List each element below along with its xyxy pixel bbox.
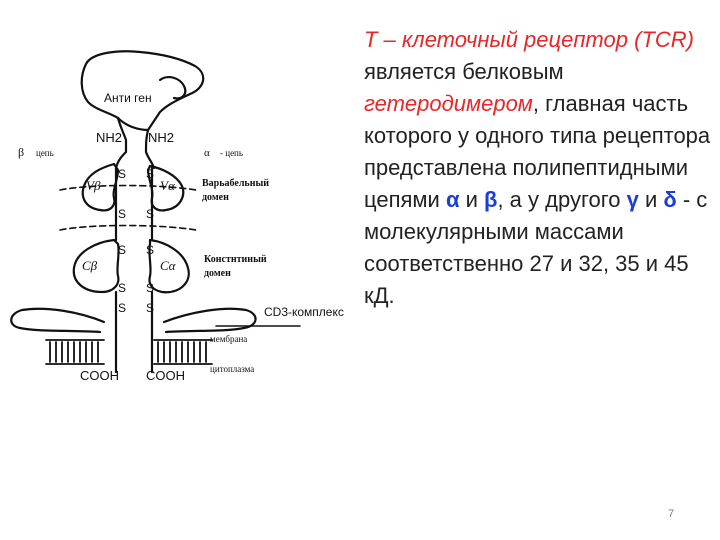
alpha-symbol: α bbox=[445, 187, 460, 212]
text-fragment: - с молекулярными массами соответственно… bbox=[364, 187, 708, 308]
page-number: 7 bbox=[668, 508, 675, 520]
text-fragment: и bbox=[459, 187, 484, 212]
alpha-chain-stem bbox=[144, 128, 156, 170]
ss-bond-label: S bbox=[118, 207, 126, 221]
antigen-label: Анти ген bbox=[104, 91, 152, 105]
variable-domain-label: Варьабельный bbox=[202, 178, 269, 189]
ss-bond-label: S bbox=[146, 301, 154, 315]
v-beta-label: Vβ bbox=[86, 178, 101, 193]
cooh-left-label: COOH bbox=[80, 368, 119, 383]
variable-domain-dashed-line bbox=[59, 184, 197, 191]
ss-bond-label: S bbox=[146, 207, 154, 221]
c-alpha-domain bbox=[148, 238, 190, 294]
constant-domain-label: Констнтиный bbox=[204, 254, 267, 265]
cooh-right-label: COOH bbox=[146, 368, 185, 383]
heterodimer-term: гетеродимером bbox=[364, 91, 533, 116]
ss-bond-label: S bbox=[146, 167, 154, 181]
beta-symbol: β bbox=[484, 187, 498, 212]
cd3-complex-right bbox=[162, 307, 257, 334]
antigen-shape bbox=[80, 50, 205, 132]
variable-domain-label-2: домен bbox=[202, 192, 229, 203]
constant-domain-label-2: домен bbox=[204, 268, 231, 279]
nh2-right-label: NH2 bbox=[148, 130, 174, 145]
ss-bond-label: S bbox=[118, 281, 126, 295]
text-fragment: является белковым bbox=[364, 59, 564, 84]
cytoplasm-label: цитоплазма bbox=[210, 364, 254, 374]
nh2-left-label: NH2 bbox=[96, 130, 122, 145]
beta-chain-word: цепь bbox=[36, 148, 54, 158]
delta-symbol: δ bbox=[663, 187, 677, 212]
alpha-chain-word: - цепь bbox=[220, 148, 243, 158]
text-fragment: , главная часть которого у одного типа р… bbox=[364, 91, 711, 212]
description-text: Т – клеточный рецептор (TCR) является бе… bbox=[364, 24, 716, 312]
tcr-term: Т – клеточный рецептор (TCR) bbox=[364, 27, 694, 52]
ss-bond-label: S bbox=[118, 167, 126, 181]
tcr-structure-diagram: S S S S S S S S S S Анти ген NH2 NH2 β ц… bbox=[10, 50, 344, 383]
cd3-complex-left bbox=[10, 307, 106, 334]
v-beta-domain bbox=[81, 162, 120, 212]
alpha-chain-symbol: α bbox=[204, 147, 210, 159]
c-beta-label: Cβ bbox=[82, 258, 98, 273]
ss-bond-label: S bbox=[146, 243, 154, 257]
cd3-complex-label: CD3-комплекс bbox=[264, 305, 344, 319]
ss-bond-label: S bbox=[146, 281, 154, 295]
c-beta-domain bbox=[72, 238, 120, 294]
v-alpha-label: Vα bbox=[160, 178, 176, 193]
ss-bond-label: S bbox=[118, 301, 126, 315]
membrane-label: мембрана bbox=[210, 334, 247, 344]
c-alpha-label: Cα bbox=[160, 258, 177, 273]
beta-chain-stem bbox=[114, 116, 128, 170]
membrane-lipid-layer bbox=[45, 339, 213, 365]
gamma-symbol: γ bbox=[626, 187, 639, 212]
antigen-inner-curve bbox=[158, 76, 187, 100]
constant-domain-dashed-line bbox=[59, 224, 197, 231]
text-fragment: , а у другого bbox=[497, 187, 627, 212]
text-fragment: и bbox=[638, 187, 664, 212]
beta-chain-symbol: β bbox=[18, 145, 24, 159]
ss-bond-label: S bbox=[118, 243, 126, 257]
